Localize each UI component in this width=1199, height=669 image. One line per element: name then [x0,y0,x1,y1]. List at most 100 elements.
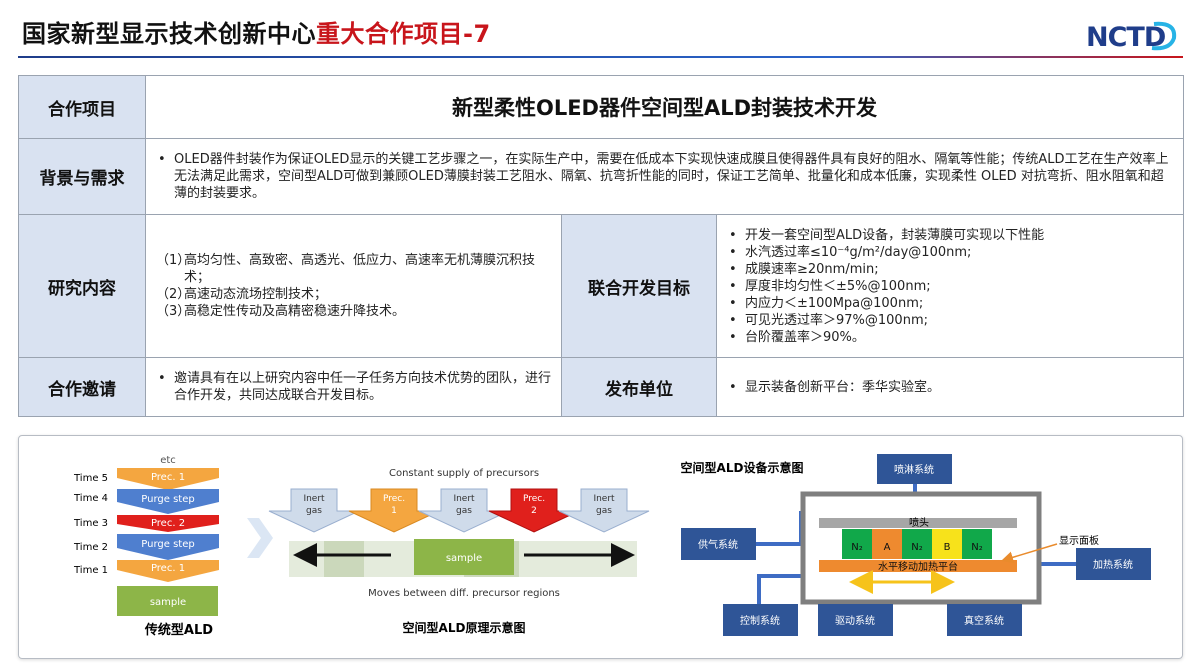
chevron-right-icon [247,518,273,558]
background-bullet: OLED器件封装作为保证OLED显示的关键工艺步骤之一，在实际生产中，需要在低成… [156,151,1173,202]
purge-step [117,534,219,560]
drive-system-label: 驱动系统 [835,614,875,627]
drive-system-box [818,604,893,636]
background-content: OLED器件封装作为保证OLED显示的关键工艺步骤之一，在实际生产中，需要在低成… [144,138,1185,215]
label-publisher: 发布单位 [561,357,717,417]
svg-text:Prec.: Prec. [383,494,405,504]
heat-system-label: 加热系统 [1093,558,1133,571]
supply-label: Constant supply of precursors [389,468,539,479]
research-item: （2）高速动态流场控制技术； [156,287,328,302]
step-label: Prec. 1 [151,563,185,574]
gas-cell-label: N₂ [851,542,863,553]
goal-item: 水汽透过率≤10⁻⁴g/m²/day@100nm; [727,244,1173,261]
goal-item: 台阶覆盖率＞90%。 [727,329,1173,346]
gas-cell-label: N₂ [971,542,983,553]
publisher-item: 显示装备创新平台：季华实验室。 [727,379,1173,396]
project-title: 新型柔性OLED器件空间型ALD封装技术开发 [144,75,1185,139]
time-labels: Time 5 Time 4 Time 3 Time 2 Time 1 [73,473,108,576]
time-label: Time 4 [73,493,108,504]
control-system-box [723,604,798,636]
diagram-panel: etc Time 5 Time 4 Time 3 Time 2 Time 1 P… [18,435,1183,659]
title-bar: 国家新型显示技术创新中心重大合作项目-7 [22,12,1182,52]
heating-platform [819,560,1017,572]
gas-cell [872,529,902,559]
spatial-arrow: Inert gas [268,488,360,533]
panel-label: 显示面板 [1059,534,1099,547]
traditional-ald-diagram: etc Time 5 Time 4 Time 3 Time 2 Time 1 P… [73,455,219,638]
gas-system-label: 供气系统 [698,538,738,551]
spray-system-box [877,454,952,484]
spatial-arrow: Inert gas [418,488,510,533]
vacuum-system-box [947,604,1022,636]
sample-label: sample [446,553,482,564]
equipment-diagram: 空间型ALD设备示意图 喷头 N₂ A N₂ B N₂ [681,454,1151,636]
time-label: Time 5 [73,473,108,484]
etc-label: etc [160,455,176,466]
label-background: 背景与需求 [18,138,146,215]
step-label: Purge step [141,539,194,550]
moves-label: Moves between diff. precursor regions [368,588,560,599]
purge-step [117,489,219,514]
vacuum-system-label: 真空系统 [964,614,1004,627]
research-item: （1）高均匀性、高致密、高透光、低应力、高速率无机薄膜沉积技术； [156,253,536,285]
goal-item: 内应力＜±100Mpa@100nm; [727,295,1173,312]
row-background: 背景与需求 OLED器件封装作为保证OLED显示的关键工艺步骤之一，在实际生产中… [18,138,1185,215]
logo-swoosh [1151,21,1177,51]
goal-item: 开发一套空间型ALD设备，封装薄膜可实现以下性能 [727,227,1173,244]
spatial-ald-diagram: Constant supply of precursors Inert gas … [268,468,650,635]
project-table: 合作项目 新型柔性OLED器件空间型ALD封装技术开发 背景与需求 OLED器件… [18,75,1185,417]
svg-text:gas: gas [456,506,472,516]
step-label: Purge step [141,494,194,505]
spatial-arrow: Prec. 2 [488,488,580,533]
row-project: 合作项目 新型柔性OLED器件空间型ALD封装技术开发 [18,75,1185,139]
invite-content: 邀请具有在以上研究内容中任一子任务方向技术优势的团队，进行合作开发，共同达成联合… [145,357,562,417]
gas-cell-label: B [944,542,951,553]
label-invite: 合作邀请 [18,357,146,417]
traditional-sample [117,586,218,616]
goal-content: 开发一套空间型ALD设备，封装薄膜可实现以下性能 水汽透过率≤10⁻⁴g/m²/… [715,214,1185,358]
time-label: Time 2 [73,542,108,553]
time-label: Time 1 [73,565,108,576]
step-label: Prec. 1 [151,472,185,483]
region-shade [324,541,364,577]
research-item: （3）高稳定性传动及高精密稳速升降技术。 [156,304,406,319]
gas-cell [842,529,872,559]
row-research: 研究内容 （1）高均匀性、高致密、高透光、低应力、高速率无机薄膜沉积技术； （2… [18,214,1185,358]
prec2-step [117,515,219,532]
page-title-main: 国家新型显示技术创新中心 [22,20,316,48]
gas-cell-label: N₂ [911,542,923,553]
gas-cell [962,529,992,559]
title-divider [18,56,1183,58]
equipment-title: 空间型ALD设备示意图 [681,460,804,475]
prec1-step [117,560,219,582]
page-title: 国家新型显示技术创新中心重大合作项目-7 [22,14,491,49]
control-system-label: 控制系统 [740,614,780,627]
step-label: Prec. 2 [151,518,185,529]
gas-system-box [681,528,756,560]
svg-text:Inert: Inert [453,494,475,504]
heat-system-box [1076,548,1151,580]
label-project: 合作项目 [18,75,146,139]
label-research: 研究内容 [18,214,146,358]
platform-label: 水平移动加热平台 [878,560,958,573]
goal-item: 厚度非均匀性＜±5%@100nm; [727,278,1173,295]
prec1-step [117,468,219,490]
goal-item: 可见光透过率＞97%@100nm; [727,312,1173,329]
svg-text:Prec.: Prec. [523,494,545,504]
svg-text:Inert: Inert [303,494,325,504]
panel-pointer [1001,543,1058,564]
svg-text:Inert: Inert [593,494,615,504]
publisher-content: 显示装备创新平台：季华实验室。 [715,357,1185,417]
spatial-arrow: Prec. 1 [348,488,440,533]
svg-text:gas: gas [306,506,322,516]
svg-text:2: 2 [531,506,537,516]
diagram-svg: etc Time 5 Time 4 Time 3 Time 2 Time 1 P… [73,454,1151,638]
gas-cell-label: A [884,542,891,553]
time-label: Time 3 [73,518,108,529]
nctd-logo: NCTD [1086,21,1177,53]
spatial-sample [414,539,514,575]
page-title-highlight: 重大合作项目-7 [316,20,491,48]
row-invite: 合作邀请 邀请具有在以上研究内容中任一子任务方向技术优势的团队，进行合作开发，共… [18,357,1185,417]
spatial-caption: 空间型ALD原理示意图 [403,620,526,635]
svg-text:1: 1 [391,506,397,516]
